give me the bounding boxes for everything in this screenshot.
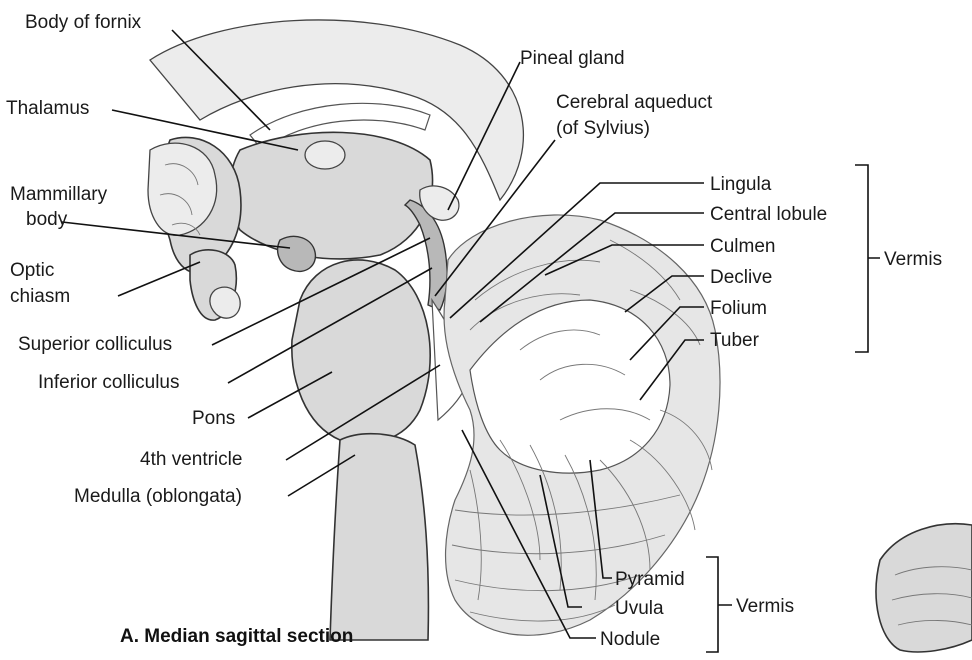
label-aqueduct-line1: Cerebral aqueduct	[556, 92, 713, 113]
label-pineal-gland: Pineal gland	[520, 48, 625, 69]
label-superior-colliculus: Superior colliculus	[18, 334, 172, 355]
label-lingula: Lingula	[710, 174, 772, 195]
label-folium: Folium	[710, 298, 767, 319]
label-pons: Pons	[192, 408, 235, 429]
label-central-lobule: Central lobule	[710, 204, 827, 225]
label-culmen: Culmen	[710, 236, 775, 257]
label-nodule: Nodule	[600, 629, 660, 650]
label-medulla: Medulla (oblongata)	[74, 486, 242, 507]
label-optic-line1: Optic	[10, 260, 54, 281]
pons-shape	[292, 260, 430, 444]
adjacent-figure-fragment	[876, 524, 972, 652]
mammillary-body-shape	[278, 236, 316, 271]
leader-optic-chiasm	[118, 262, 200, 296]
vermis-bracket-upper	[855, 165, 880, 352]
medulla-shape	[330, 434, 428, 640]
label-uvula: Uvula	[615, 598, 664, 619]
label-tuber: Tuber	[710, 330, 760, 351]
label-declive: Declive	[710, 267, 772, 288]
label-optic-line2: chiasm	[10, 286, 70, 307]
label-thalamus: Thalamus	[6, 98, 89, 119]
label-mammillary-line1: Mammillary	[10, 184, 108, 205]
label-vermis-upper: Vermis	[884, 249, 942, 270]
label-aqueduct-line2: (of Sylvius)	[556, 118, 650, 139]
label-vermis-lower: Vermis	[736, 596, 794, 617]
brain-illustration	[148, 20, 972, 652]
interthalamic-adhesion	[305, 141, 345, 169]
label-body-of-fornix: Body of fornix	[25, 12, 142, 33]
vermis-bracket-lower	[706, 557, 732, 652]
label-pyramid: Pyramid	[615, 569, 685, 590]
label-inferior-colliculus: Inferior colliculus	[38, 372, 180, 393]
figure-caption: A. Median sagittal section	[120, 626, 353, 647]
label-4th-ventricle: 4th ventricle	[140, 449, 242, 470]
label-mammillary-line2: body	[26, 209, 68, 230]
